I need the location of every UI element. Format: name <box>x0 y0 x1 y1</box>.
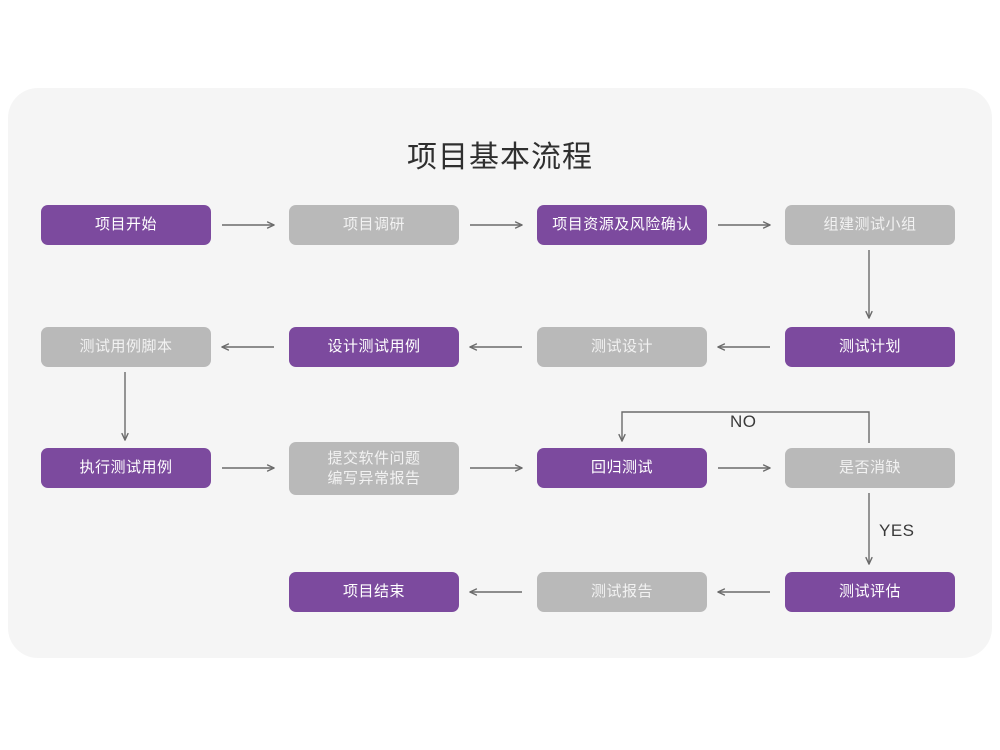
node-resource-risk-confirm[interactable]: 项目资源及风险确认 <box>537 205 707 245</box>
node-label: 组建测试小组 <box>823 216 917 233</box>
node-label-line2: 编写异常报告 <box>327 469 421 487</box>
node-project-end[interactable]: 项目结束 <box>289 572 459 612</box>
node-test-report[interactable]: 测试报告 <box>537 572 707 612</box>
node-label-multiline: 提交软件问题 编写异常报告 <box>295 449 453 489</box>
node-execute-test-case[interactable]: 执行测试用例 <box>41 448 211 488</box>
node-label: 测试报告 <box>590 583 653 600</box>
edge-label-yes: YES <box>879 521 915 540</box>
node-label: 是否消缺 <box>838 459 901 476</box>
node-defect-cleared[interactable]: 是否消缺 <box>785 448 955 488</box>
edge-label-no: NO <box>730 412 757 431</box>
node-test-plan[interactable]: 测试计划 <box>785 327 955 367</box>
node-label: 项目调研 <box>342 216 405 233</box>
node-build-test-team[interactable]: 组建测试小组 <box>785 205 955 245</box>
node-test-design[interactable]: 测试设计 <box>537 327 707 367</box>
node-label: 设计测试用例 <box>327 338 421 355</box>
node-label-line1: 提交软件问题 <box>327 449 421 467</box>
node-test-evaluation[interactable]: 测试评估 <box>785 572 955 612</box>
page-title: 项目基本流程 <box>407 141 593 174</box>
node-submit-issue-report[interactable]: 提交软件问题 编写异常报告 <box>289 442 459 495</box>
node-regression-test[interactable]: 回归测试 <box>537 448 707 488</box>
node-label: 测试设计 <box>590 338 653 355</box>
node-project-start[interactable]: 项目开始 <box>41 205 211 245</box>
node-label: 测试用例脚本 <box>79 338 173 355</box>
node-test-case-script[interactable]: 测试用例脚本 <box>41 327 211 367</box>
node-label: 项目资源及风险确认 <box>552 216 692 233</box>
node-label: 项目开始 <box>94 216 157 233</box>
node-label: 回归测试 <box>590 459 653 476</box>
node-label: 项目结束 <box>342 583 405 600</box>
node-design-test-case[interactable]: 设计测试用例 <box>289 327 459 367</box>
node-label: 测试评估 <box>838 583 901 600</box>
node-label: 测试计划 <box>838 338 901 355</box>
node-project-research[interactable]: 项目调研 <box>289 205 459 245</box>
node-label: 执行测试用例 <box>79 459 173 476</box>
flowchart-card <box>8 88 992 658</box>
